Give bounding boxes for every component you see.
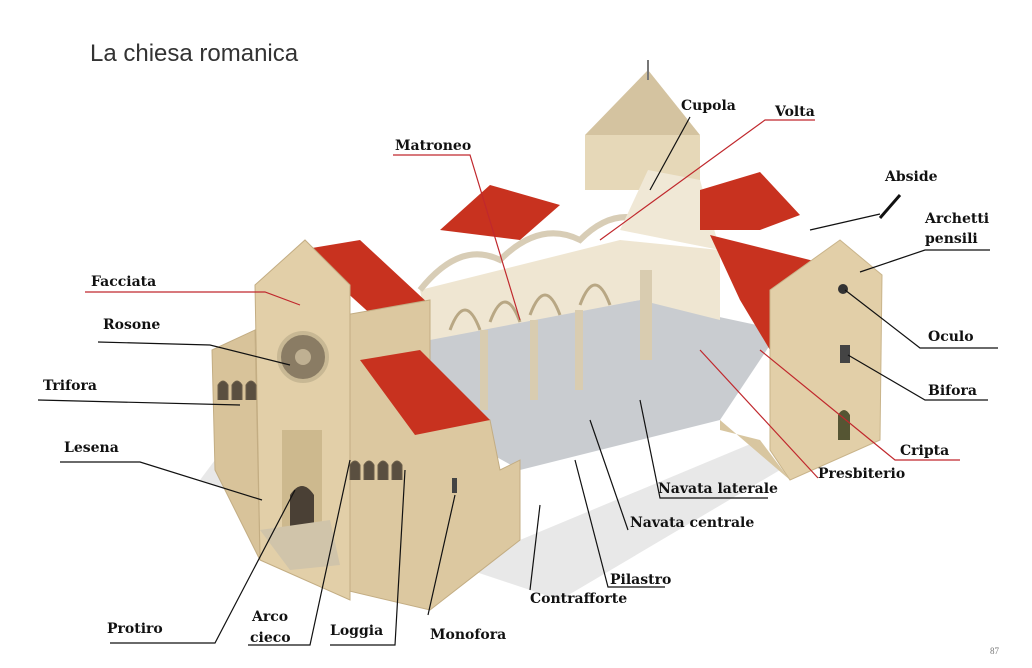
bifora-window — [840, 345, 850, 363]
left-aisle-facade — [211, 329, 261, 561]
leader-trifora — [37, 399, 241, 406]
leader-abside — [809, 213, 881, 231]
page-title: La chiesa romanica — [90, 40, 299, 67]
vault — [417, 214, 662, 292]
leader-cripta — [759, 349, 960, 461]
label-presbiterio: Presbiterio — [818, 466, 906, 482]
pillar — [640, 270, 652, 360]
page-number: 87 — [990, 646, 999, 656]
main-roof — [300, 240, 430, 318]
leader-archetti — [859, 249, 990, 273]
column — [575, 310, 583, 390]
label-archetti-1: Archetti — [925, 211, 990, 227]
label-cupola: Cupola — [681, 98, 736, 114]
leader-cupola — [649, 116, 691, 191]
leader-pilastro — [574, 459, 665, 588]
steps — [260, 520, 340, 570]
matroneo-roof — [440, 185, 560, 240]
leader-abside-mark — [878, 194, 902, 219]
label-matroneo: Matroneo — [395, 138, 472, 154]
loggia-arches — [349, 460, 403, 480]
label-bifora: Bifora — [928, 383, 977, 399]
label-arco-1: Arco — [252, 609, 289, 625]
leader-volta — [599, 119, 815, 241]
nave-arches — [448, 283, 612, 331]
monofora-window — [452, 478, 457, 493]
trifora-window — [217, 380, 257, 400]
label-rosone: Rosone — [103, 317, 161, 333]
label-lesena: Lesena — [64, 440, 119, 456]
nave-floor — [430, 300, 780, 470]
leader-navata-centrale — [589, 419, 629, 531]
label-pilastro: Pilastro — [610, 572, 672, 588]
apse-facade-wall — [769, 239, 883, 481]
label-protiro: Protiro — [107, 621, 163, 637]
label-monofora: Monofora — [430, 627, 507, 643]
leader-bifora — [847, 354, 988, 401]
dome-roof — [585, 70, 700, 135]
leader-rosone — [97, 341, 291, 366]
label-navata-centrale: Navata centrale — [630, 515, 755, 531]
label-contrafforte: Contrafforte — [530, 591, 628, 607]
leader-contrafforte — [529, 504, 541, 591]
label-oculo: Oculo — [928, 329, 974, 345]
leader-navata-laterale — [639, 399, 768, 499]
label-facciata: Facciata — [91, 274, 157, 290]
leader-presbiterio — [699, 349, 819, 479]
transept-roof — [700, 172, 800, 230]
label-archetti-2: pensili — [925, 231, 978, 247]
label-trifora: Trifora — [43, 378, 97, 394]
leader-monofora — [427, 494, 456, 616]
label-volta: Volta — [775, 104, 815, 120]
label-loggia: Loggia — [330, 623, 384, 639]
nave-interior-wall — [420, 240, 720, 340]
label-cripta: Cripta — [900, 443, 950, 459]
leader-loggia — [330, 469, 406, 646]
leader-lesena — [60, 461, 263, 501]
column — [480, 330, 488, 410]
leader-oculo — [844, 289, 998, 349]
label-arco-2: cieco — [250, 630, 291, 646]
leader-protiro — [110, 489, 296, 644]
crypt-door — [838, 410, 850, 440]
label-navata-laterale: Navata laterale — [658, 481, 778, 497]
leader-matroneo — [393, 154, 521, 321]
leader-facciata — [85, 291, 301, 306]
column — [530, 320, 538, 400]
dome-interior — [620, 170, 720, 250]
portal — [290, 486, 314, 530]
label-abside: Abside — [885, 169, 938, 185]
aisle-roof — [360, 350, 490, 435]
oculo-window — [838, 284, 848, 294]
leader-arco-cieco — [248, 459, 351, 646]
